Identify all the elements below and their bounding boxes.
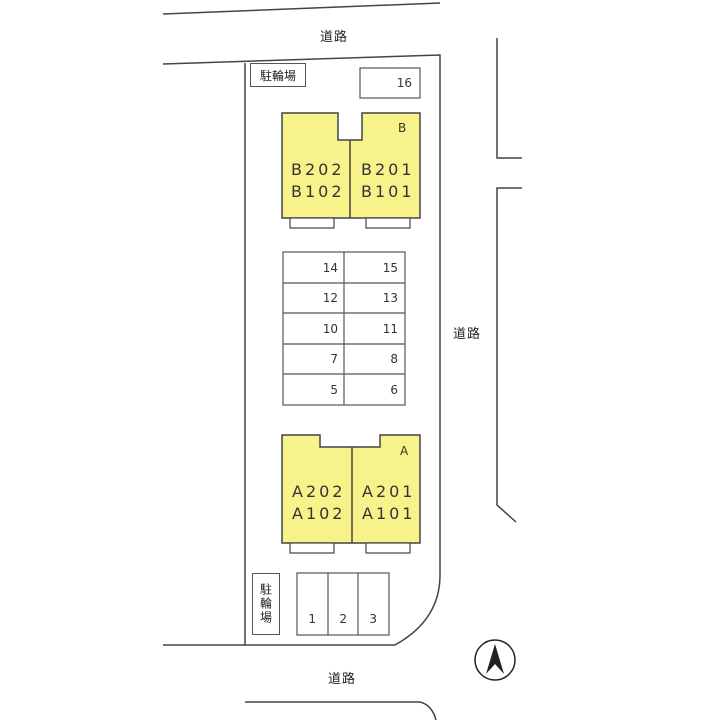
road-label-bottom: 道路 [328,672,357,687]
stall-label: 7 [330,352,338,366]
parking-grid [282,251,406,406]
road-label-top: 道路 [320,30,349,45]
stall-label: 13 [382,291,398,305]
building-a-tag: A [400,444,409,458]
north-arrow-icon [474,639,516,681]
stall-label: 14 [322,261,338,275]
stall-label: 8 [390,352,398,366]
bicycle-parking-top: 駐輪場 [250,63,306,87]
parking-stall-16 [359,67,421,99]
building-a-balcony-left [289,542,335,554]
building-b-tag: B [398,121,407,135]
building-b-right-units: B201 B101 [361,160,415,201]
building-a-right-units: A201 A101 [362,482,416,523]
stall-16-label: 16 [396,76,412,90]
stall-label: 11 [382,322,398,336]
parking-bottom [296,572,390,636]
stall-label: 12 [322,291,338,305]
site-boundary [162,54,441,646]
stall-label: 10 [322,322,338,336]
road-edge-right [496,187,522,523]
building-b-balcony-right [365,217,411,229]
bicycle-parking-bottom: 駐輪場 [252,573,280,635]
road-edge-bottom [245,701,437,720]
road-label-right: 道路 [453,327,482,342]
road-edge-right-top [496,38,522,159]
road-edge-top [162,2,441,15]
stall-label: 3 [369,612,377,626]
stall-label: 5 [330,383,338,397]
stall-label: 1 [308,612,316,626]
building-a-balcony-right [365,542,411,554]
stall-label: 15 [382,261,398,275]
building-b-balcony-left [289,217,335,229]
building-b-left-units: B202 B102 [291,160,345,201]
stall-label: 2 [339,612,347,626]
stall-label: 6 [390,383,398,397]
building-a-left-units: A202 A102 [292,482,346,523]
